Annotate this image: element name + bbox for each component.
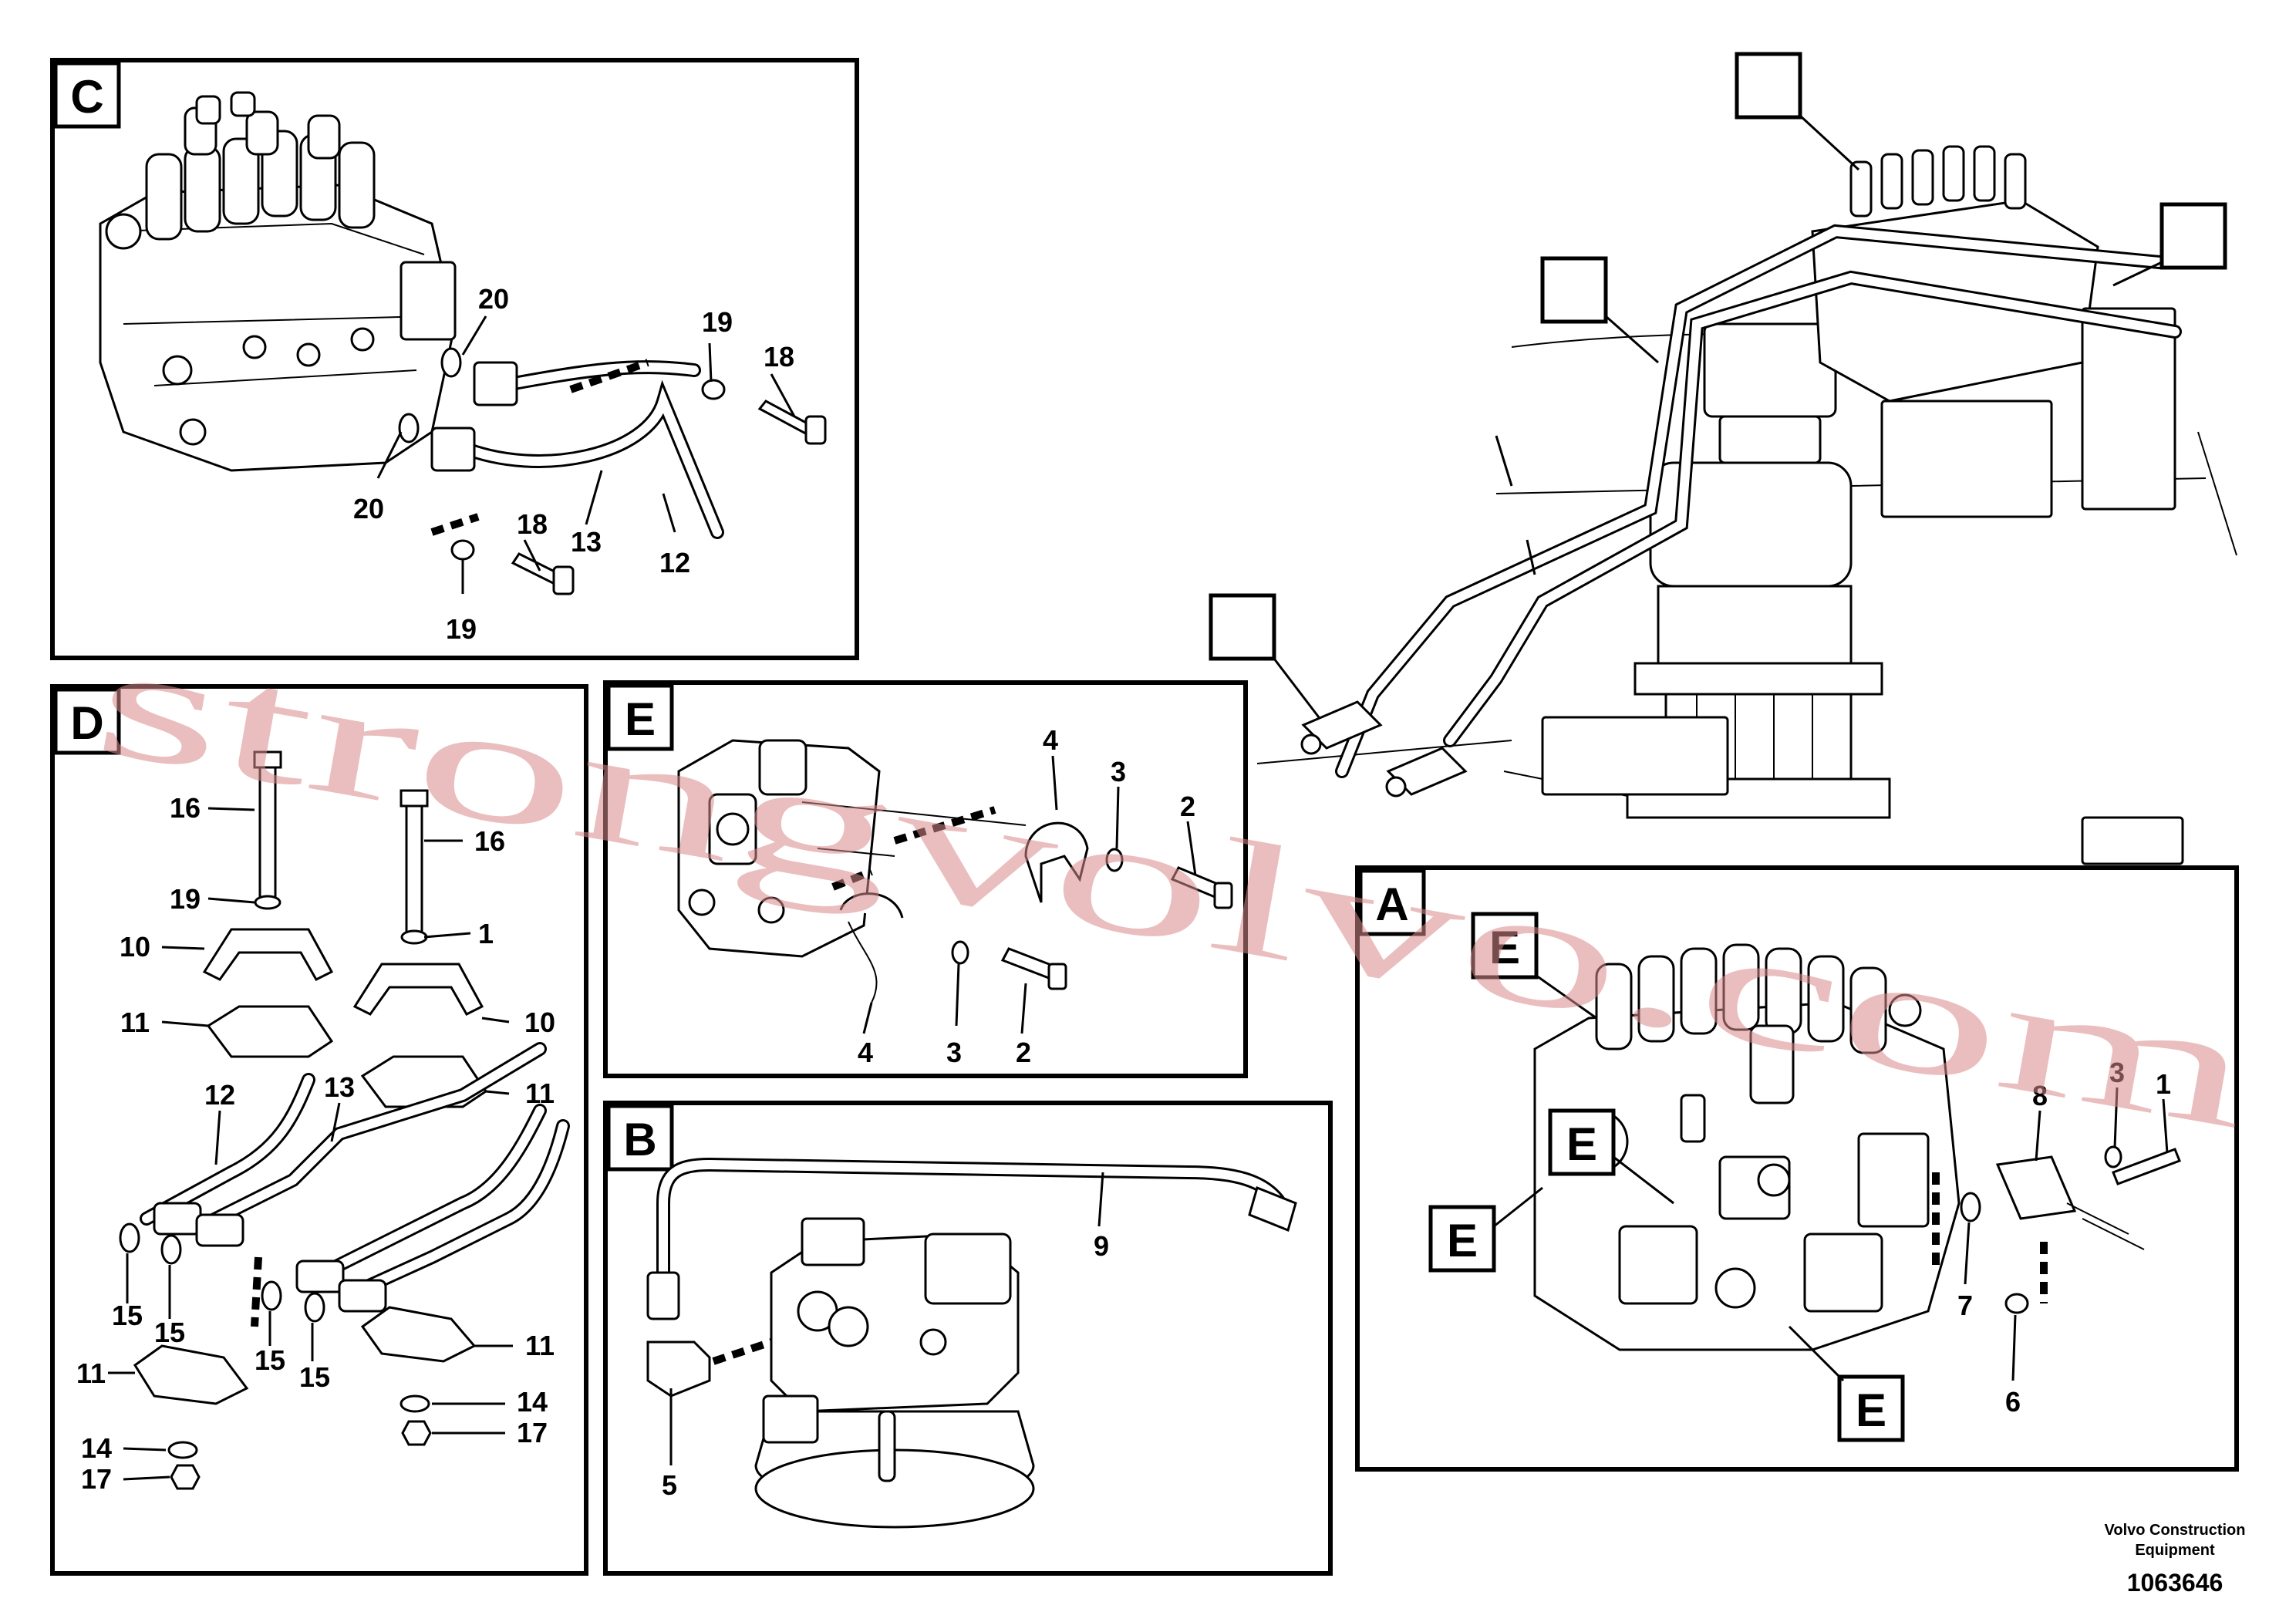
callout-d-15a: 15 xyxy=(112,1300,143,1331)
footer: Volvo Construction Equipment 1063646 xyxy=(2105,1522,2246,1597)
view-d-leaders xyxy=(108,807,513,1481)
callout-a-3: 3 xyxy=(2109,1057,2125,1088)
swing-motor-b-drawing xyxy=(646,1157,1297,1529)
view-d-panel: D xyxy=(50,684,588,1576)
overview-assembly xyxy=(1209,52,2237,865)
callout-c-13: 13 xyxy=(571,526,602,558)
callout-d-11b: 11 xyxy=(525,1077,555,1109)
callout-d-12: 12 xyxy=(204,1079,235,1111)
callout-e-2a: 2 xyxy=(1180,791,1195,822)
view-a-e-tag-4: E xyxy=(1856,1384,1886,1436)
callout-e-3b: 3 xyxy=(946,1037,962,1068)
view-a-e-tag-3: E xyxy=(1447,1215,1478,1266)
callout-d-15d: 15 xyxy=(299,1361,330,1393)
view-e-panel: E xyxy=(603,680,1248,1078)
callout-c-18b: 18 xyxy=(517,508,548,540)
callout-d-16a: 16 xyxy=(170,792,201,824)
callout-d-19: 19 xyxy=(170,883,201,915)
view-e-leaders xyxy=(862,755,1197,1034)
callout-d-15c: 15 xyxy=(255,1344,285,1376)
callout-a-1: 1 xyxy=(2156,1068,2171,1100)
callout-d-17a: 17 xyxy=(81,1463,112,1495)
hose-assembly-c xyxy=(398,347,827,595)
callout-c-20b: 20 xyxy=(353,493,384,524)
callout-d-11c: 11 xyxy=(76,1357,106,1389)
view-d-tag: D xyxy=(70,697,103,749)
callout-b-5: 5 xyxy=(662,1469,677,1501)
callout-e-4a: 4 xyxy=(1043,724,1058,756)
view-a-tag: A xyxy=(1375,878,1408,930)
brand-line-2: Equipment xyxy=(2135,1542,2215,1559)
hoses-12-13-overview xyxy=(1300,224,2182,798)
callout-d-1: 1 xyxy=(478,918,494,949)
callout-e-3a: 3 xyxy=(1111,756,1126,787)
callout-d-14a: 14 xyxy=(81,1432,112,1464)
clamp-assembly-drawing xyxy=(119,750,570,1490)
brand-line-1: Volvo Construction xyxy=(2105,1522,2246,1539)
callout-c-19a: 19 xyxy=(702,306,733,338)
view-a-panel: A xyxy=(1355,865,2239,1472)
view-a-e-tag-2: E xyxy=(1566,1118,1597,1170)
callout-d-10b: 10 xyxy=(524,1007,555,1038)
callout-a-8: 8 xyxy=(2032,1080,2048,1111)
callout-c-18a: 18 xyxy=(764,341,794,373)
callout-c-20a: 20 xyxy=(478,283,509,315)
view-b-tag: B xyxy=(623,1114,656,1165)
overview-tags xyxy=(1209,52,2227,718)
callout-b-9: 9 xyxy=(1094,1230,1109,1262)
view-b-panel: B 9 5 xyxy=(603,1101,1333,1576)
view-a-sub-tags: E E E E xyxy=(1428,912,1905,1442)
callout-d-16b: 16 xyxy=(474,825,505,857)
callout-d-11a: 11 xyxy=(120,1007,150,1038)
callout-d-10a: 10 xyxy=(120,931,150,963)
callout-d-14b: 14 xyxy=(517,1386,548,1418)
view-c-tag: C xyxy=(70,71,103,123)
callout-d-17b: 17 xyxy=(517,1417,548,1448)
control-valve-drawing xyxy=(99,91,457,472)
callout-a-6: 6 xyxy=(2005,1386,2021,1418)
callout-d-11d: 11 xyxy=(525,1330,555,1361)
callout-d-15b: 15 xyxy=(154,1317,185,1348)
swing-motor-drawing xyxy=(1626,322,1891,819)
view-c-panel: C xyxy=(50,58,859,660)
view-e-tag: E xyxy=(625,693,656,745)
view-a-leaders xyxy=(1964,1087,2169,1381)
callout-c-19b: 19 xyxy=(446,613,477,645)
document-number: 1063646 xyxy=(2127,1569,2224,1597)
callout-a-7: 7 xyxy=(1957,1290,1973,1321)
callout-c-12: 12 xyxy=(659,547,690,578)
view-a-e-tag-1: E xyxy=(1489,922,1520,973)
valve-section-e-drawing xyxy=(677,739,1233,1003)
callout-d-13: 13 xyxy=(324,1071,355,1103)
callout-e-2b: 2 xyxy=(1016,1037,1031,1068)
view-c-leaders xyxy=(376,315,796,594)
callout-e-4b: 4 xyxy=(858,1037,873,1068)
